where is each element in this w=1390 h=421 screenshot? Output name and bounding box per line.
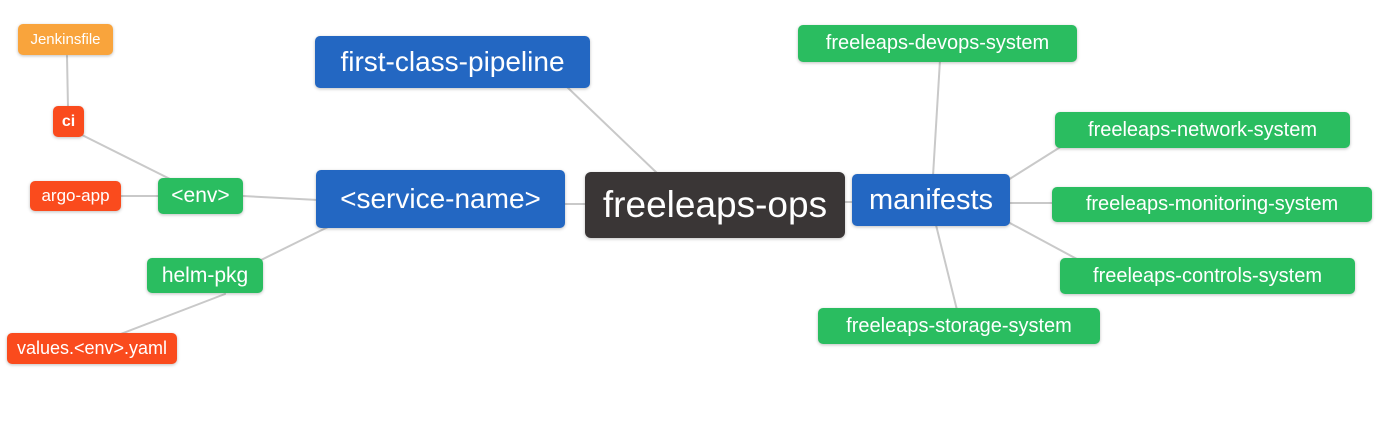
node-ci[interactable]: ci — [53, 106, 84, 137]
node-freeleaps-storage-system[interactable]: freeleaps-storage-system — [818, 308, 1100, 344]
node-manifests[interactable]: manifests — [852, 174, 1010, 226]
edge-jenkinsfile-ci — [66, 55, 69, 109]
node-helm-pkg[interactable]: helm-pkg — [147, 258, 263, 293]
node-jenkinsfile[interactable]: Jenkinsfile — [18, 24, 113, 55]
edge-manifests-devops — [932, 59, 941, 177]
node-freeleaps-ops[interactable]: freeleaps-ops — [585, 172, 845, 238]
edge-manifests-controls — [1007, 221, 1089, 266]
node-first-class-pipeline[interactable]: first-class-pipeline — [315, 36, 590, 88]
edge-manifests-network — [1007, 145, 1063, 181]
edge-helmpkg-servicename — [256, 225, 331, 263]
edge-manifests-storage — [935, 224, 958, 311]
node-argo-app[interactable]: argo-app — [30, 181, 121, 211]
edge-ci-env — [79, 133, 177, 183]
node-freeleaps-monitoring-system[interactable]: freeleaps-monitoring-system — [1052, 187, 1372, 222]
node-env[interactable]: <env> — [158, 178, 243, 214]
edge-env-servicename — [242, 195, 319, 201]
node-freeleaps-devops-system[interactable]: freeleaps-devops-system — [798, 25, 1077, 62]
edge-pipeline-ops — [565, 85, 659, 175]
node-freeleaps-network-system[interactable]: freeleaps-network-system — [1055, 112, 1350, 148]
edge-values-helmpkg — [117, 293, 226, 336]
node-freeleaps-controls-system[interactable]: freeleaps-controls-system — [1060, 258, 1355, 294]
node-values-env-yaml[interactable]: values.<env>.yaml — [7, 333, 177, 364]
node-service-name[interactable]: <service-name> — [316, 170, 565, 228]
